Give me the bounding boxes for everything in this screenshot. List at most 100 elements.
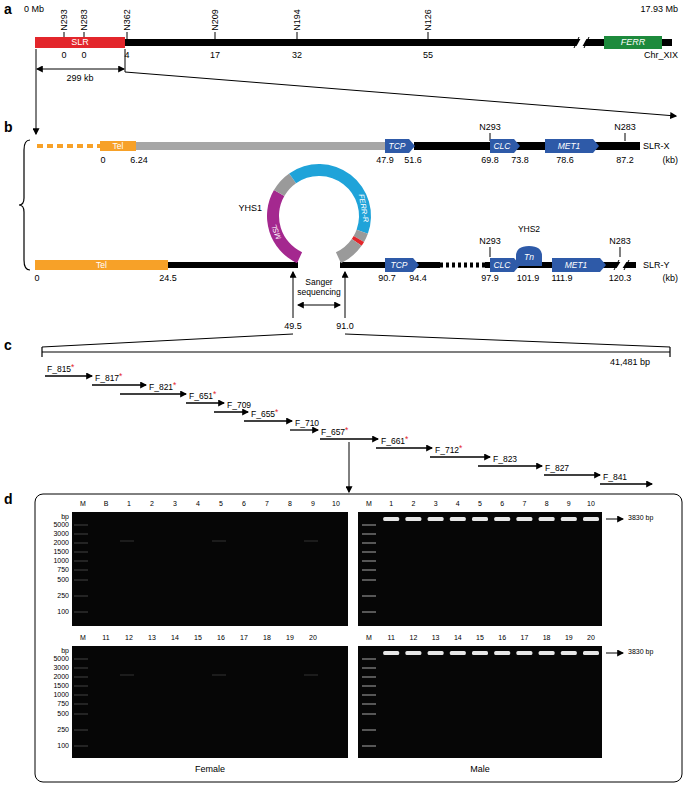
fragment-name: F_827: [545, 463, 569, 473]
ladder-band: [362, 524, 376, 526]
ladder-band: [74, 569, 88, 571]
annotation-label: 91.0: [336, 321, 354, 331]
slr-y-bar: [168, 262, 298, 268]
fragment-arrow: [45, 375, 92, 376]
brace: [19, 140, 30, 270]
insertion-name: YHS2: [518, 224, 540, 234]
yhs1-insertion: [267, 164, 371, 263]
grey-region: [136, 142, 385, 150]
gel-label: 15: [194, 634, 202, 642]
asterisk-mark: *: [119, 371, 122, 381]
gene-arrow: TCP: [385, 258, 419, 272]
gel-label: 14: [171, 634, 179, 642]
annotation-label: 24.5: [159, 273, 177, 283]
breakpoint-arrow: [345, 272, 346, 318]
annotation-label: 73.8: [511, 155, 529, 165]
marker-tick: [127, 32, 128, 39]
marker-tick: [215, 32, 216, 39]
annotation-label: 69.8: [481, 155, 499, 165]
marker-tick: [490, 247, 491, 257]
node-text: Tn: [524, 252, 534, 262]
panel-letter: d: [4, 492, 13, 507]
gel-label: 3000: [53, 530, 69, 538]
fragment-name: F_709: [227, 400, 251, 410]
ladder-band: [362, 676, 376, 678]
pcr-band: [405, 651, 421, 655]
pcr-band: [539, 651, 555, 655]
annotation-label: 0: [100, 155, 105, 165]
gel-label: 750: [57, 566, 69, 574]
insertion-arc: [336, 239, 362, 263]
gel-image: Male: [356, 510, 604, 780]
annotation-label: 78.6: [556, 155, 574, 165]
node-text: MSL: [269, 223, 283, 241]
fragment-arrow: [186, 402, 224, 403]
annotation-label: SLR-X: [643, 141, 670, 151]
fragment-arrow: [430, 456, 490, 457]
annotation-label: 47.9: [376, 155, 394, 165]
dashed-telomere: [37, 144, 100, 148]
gel-label: 3830 bp: [628, 648, 653, 656]
gel-label: 19: [286, 634, 294, 642]
gel-label: 17: [521, 634, 529, 642]
gel-label: 3: [173, 500, 177, 508]
transposon-insertion: YHS2Tn: [510, 224, 548, 267]
pcr-band: [383, 517, 399, 521]
sequenced-span: [298, 305, 340, 306]
gel-label: 5: [478, 500, 482, 508]
zoom-line: [125, 72, 676, 116]
ladder-band: [362, 560, 376, 562]
faint-smear: [304, 674, 318, 676]
fragment-name: F_661: [381, 436, 405, 446]
pcr-band: [516, 651, 532, 655]
asterisk-mark: *: [459, 443, 462, 453]
annotation-label: 94.4: [409, 273, 427, 283]
node-text: Tel: [96, 260, 107, 270]
gel-label: 16: [498, 634, 506, 642]
gel-label: 18: [263, 634, 271, 642]
asterisk-mark: *: [71, 362, 74, 372]
annotation-label: (kb): [663, 273, 679, 283]
annotation-label: N293: [479, 236, 501, 246]
ladder-band: [362, 694, 376, 696]
region-box: SLR: [35, 37, 125, 48]
telomere-box: Tel: [35, 260, 168, 270]
arrow-shape: [385, 139, 415, 153]
annotation-label: YHS1: [238, 203, 262, 213]
annotation-label: 299 kb: [66, 73, 93, 83]
gel-label: 16: [217, 634, 225, 642]
ladder-band: [74, 658, 88, 660]
ladder-band: [74, 685, 88, 687]
ladder-band: [362, 551, 376, 553]
ladder-band: [74, 579, 88, 581]
gel-label: 750: [57, 700, 69, 708]
gel-label: M: [80, 634, 86, 642]
fragment-arrow: [214, 411, 248, 412]
pcr-band: [583, 651, 599, 655]
gel-label: 7: [265, 500, 269, 508]
zoom-line: [36, 49, 37, 134]
marker-tick: [620, 247, 621, 257]
faint-smear: [212, 540, 226, 542]
insertion-arc: [267, 190, 302, 263]
gene-arrow: CLC: [490, 258, 520, 272]
gel-label: 6: [500, 500, 504, 508]
ladder-band: [362, 542, 376, 544]
gel-label: 5: [219, 500, 223, 508]
gel-image: Female: [70, 510, 350, 780]
pcr-band: [472, 517, 488, 521]
gel-label: 6: [242, 500, 246, 508]
annotation-label: 4: [124, 50, 129, 60]
gel-label: 12: [125, 634, 133, 642]
annotation-label: 87.2: [616, 155, 634, 165]
gel-label: 500: [57, 576, 69, 584]
pcr-band: [494, 651, 510, 655]
fragment-name: F_841: [603, 472, 627, 482]
fragment-arrow: [478, 465, 542, 466]
arc-label: MSL: [268, 222, 283, 242]
gel-label: 1: [127, 500, 131, 508]
marker-tick: [428, 32, 429, 39]
fragment-name: F_657: [321, 427, 345, 437]
ladder-band: [362, 685, 376, 687]
annotation-label: 17.93 Mb: [640, 4, 678, 14]
